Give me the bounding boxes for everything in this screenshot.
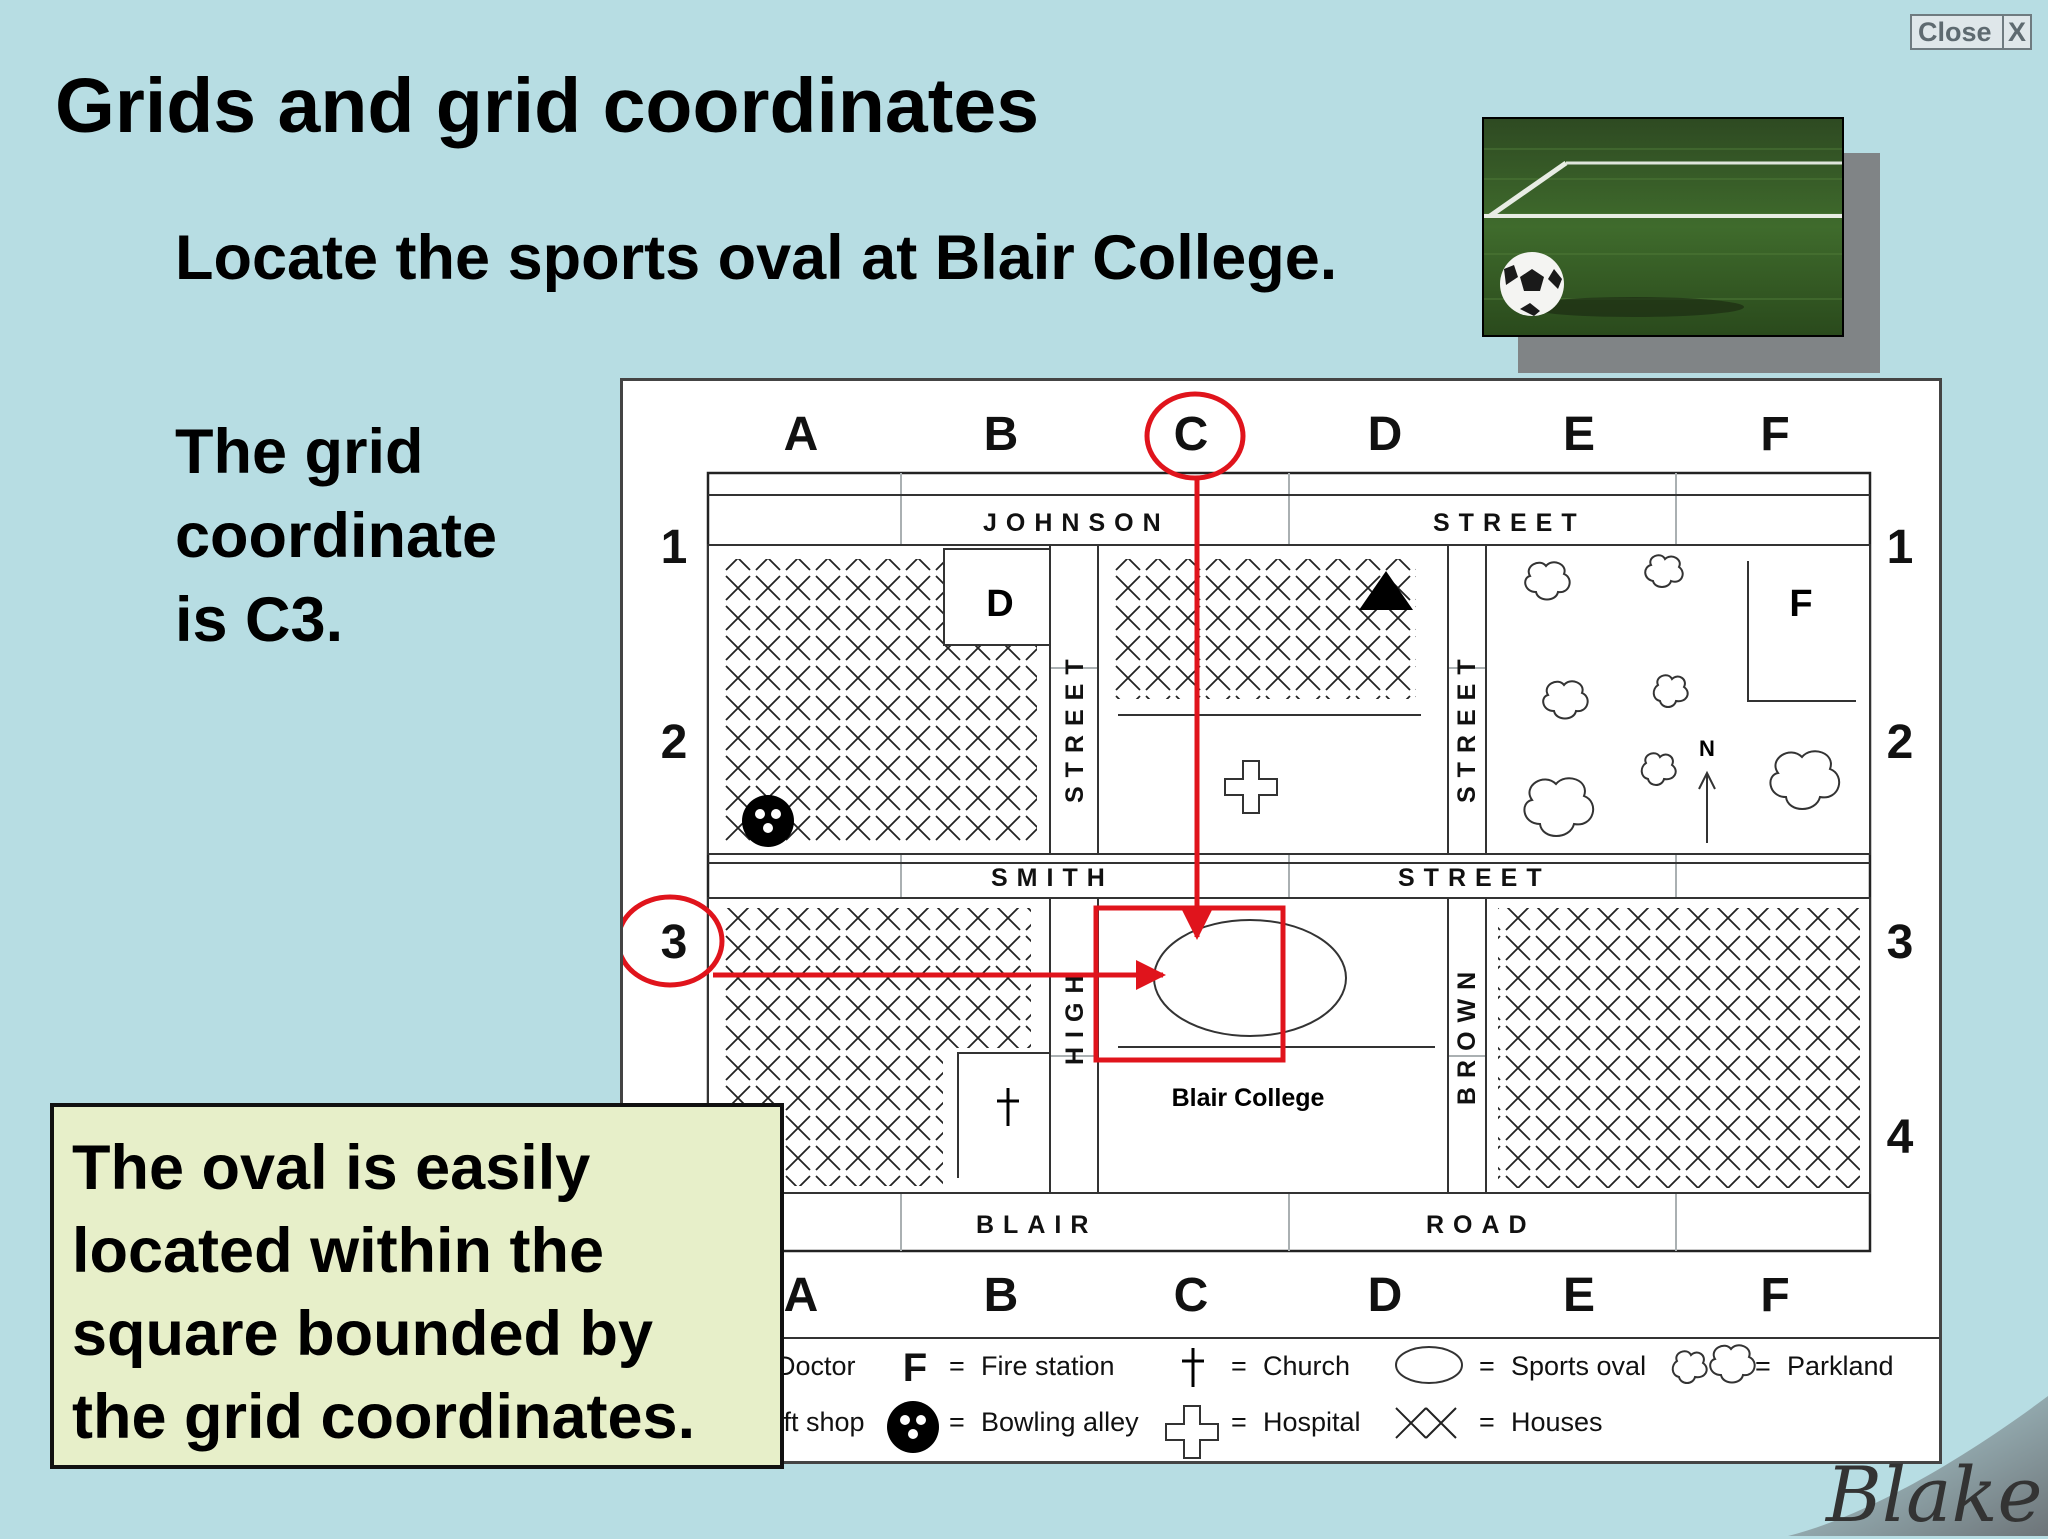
svg-text:=: = bbox=[1231, 1407, 1247, 1437]
soccer-ball-photo bbox=[1482, 117, 1844, 337]
column-label-f: F bbox=[1760, 408, 1789, 461]
street-label: STREET bbox=[1398, 864, 1551, 892]
parkland-area bbox=[1523, 554, 1840, 837]
column-label-b: B bbox=[984, 408, 1019, 461]
column-label-d: D bbox=[1368, 1269, 1403, 1322]
street-label: BROWN bbox=[1453, 963, 1481, 1105]
svg-text:=: = bbox=[949, 1407, 965, 1437]
row-label-3: 3 bbox=[661, 916, 688, 969]
legend-label: Hospital bbox=[1263, 1407, 1361, 1437]
street-label: BLAIR bbox=[976, 1211, 1097, 1239]
church-building bbox=[957, 1052, 1050, 1178]
row-highlight-circle bbox=[623, 894, 725, 988]
legend-label: Houses bbox=[1511, 1407, 1603, 1437]
hospital-icon bbox=[1224, 760, 1278, 814]
page-title: Grids and grid coordinates bbox=[55, 63, 1040, 149]
svg-text:=: = bbox=[1479, 1407, 1495, 1437]
sports-oval-icon bbox=[1153, 919, 1347, 1037]
houses-icon bbox=[1395, 1407, 1457, 1439]
legend-label: Bowling alley bbox=[981, 1407, 1139, 1437]
street-label: STREET bbox=[1453, 650, 1481, 803]
legend-label: Church bbox=[1263, 1351, 1350, 1381]
parkland-icon bbox=[1671, 1344, 1756, 1384]
college-label: Blair College bbox=[1172, 1084, 1325, 1112]
highlight-overlay bbox=[623, 391, 1286, 1063]
street-label: STREET bbox=[1061, 650, 1089, 803]
north-label: N bbox=[1699, 736, 1715, 761]
doctor-building bbox=[943, 548, 1051, 646]
hospital-icon bbox=[1165, 1405, 1219, 1459]
legend-label: Doctor bbox=[776, 1351, 856, 1381]
legend-label: Fire station bbox=[981, 1351, 1115, 1381]
close-icon: X bbox=[2002, 16, 2030, 48]
north-arrow-icon bbox=[1698, 770, 1716, 843]
street-label: JOHNSON bbox=[983, 509, 1170, 537]
row-label-3: 3 bbox=[1887, 916, 1914, 969]
explanation-note: The oval is easily located within the sq… bbox=[50, 1103, 784, 1469]
svg-text:=: = bbox=[1479, 1351, 1495, 1381]
column-label-f: F bbox=[1760, 1269, 1789, 1322]
bowling-alley-icon bbox=[887, 1401, 939, 1453]
legend-label: Sports oval bbox=[1511, 1351, 1646, 1381]
doctor-symbol: D bbox=[986, 583, 1013, 625]
answer-text: The grid coordinate is C3. bbox=[175, 417, 498, 655]
grid-square-highlight bbox=[1093, 905, 1286, 1063]
corner-swoosh bbox=[1788, 1396, 2048, 1536]
close-button[interactable]: Close X bbox=[1910, 14, 2032, 50]
legend-label: Parkland bbox=[1787, 1351, 1894, 1381]
close-button-label: Close bbox=[1918, 16, 1992, 47]
svg-text:=: = bbox=[1755, 1351, 1771, 1381]
legend-symbol: F bbox=[903, 1346, 927, 1390]
church-icon bbox=[1182, 1348, 1204, 1387]
row-label-4: 4 bbox=[1887, 1111, 1914, 1164]
column-label-e: E bbox=[1563, 1269, 1595, 1322]
street-map: D F N bbox=[620, 378, 1942, 1464]
fire-station-symbol: F bbox=[1789, 583, 1812, 625]
row-label-1: 1 bbox=[1887, 521, 1914, 574]
row-label-2: 2 bbox=[1887, 716, 1914, 769]
column-label-a: A bbox=[784, 1269, 819, 1322]
column-label-e: E bbox=[1563, 408, 1595, 461]
row-label-1: 1 bbox=[661, 521, 688, 574]
legend: Doctor Craft shop F = Fire station = Bow… bbox=[740, 1344, 1894, 1459]
bowling-alley-icon bbox=[742, 795, 794, 847]
column-label-b: B bbox=[984, 1269, 1019, 1322]
sports-oval-icon bbox=[1395, 1346, 1463, 1384]
column-label-d: D bbox=[1368, 408, 1403, 461]
svg-text:=: = bbox=[949, 1351, 965, 1381]
column-label-a: A bbox=[784, 408, 819, 461]
subtitle: Locate the sports oval at Blair College. bbox=[175, 223, 1338, 293]
street-label: HIGH bbox=[1061, 967, 1089, 1066]
houses-area bbox=[721, 559, 1860, 1188]
street-label: SMITH bbox=[991, 864, 1114, 892]
craft-shop-icon bbox=[1359, 571, 1413, 610]
column-label-c: C bbox=[1174, 408, 1209, 461]
street-label: ROAD bbox=[1426, 1211, 1536, 1239]
signature-logo: Blake bbox=[1826, 1450, 2043, 1539]
svg-text:=: = bbox=[1231, 1351, 1247, 1381]
fire-station-building bbox=[1747, 561, 1856, 702]
row-label-2: 2 bbox=[661, 716, 688, 769]
street-label: STREET bbox=[1433, 509, 1586, 537]
church-icon bbox=[997, 1088, 1019, 1126]
column-label-c: C bbox=[1174, 1269, 1209, 1322]
